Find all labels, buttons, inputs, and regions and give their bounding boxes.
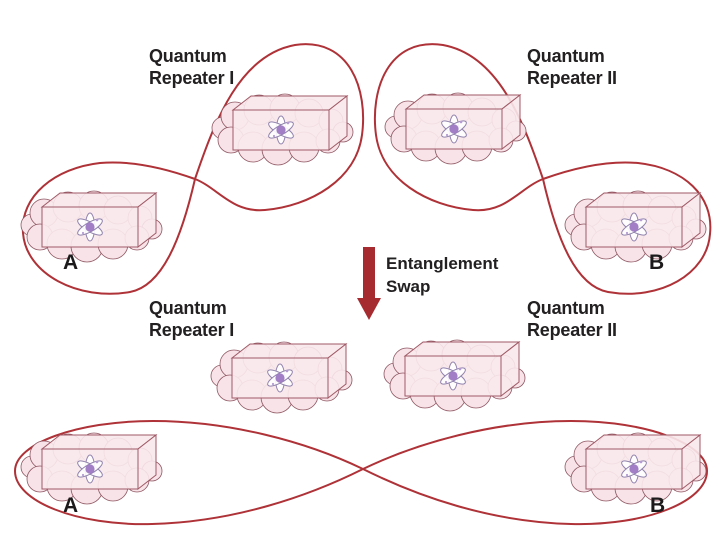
label-node-b-top: B <box>649 251 665 274</box>
label-node-b-bottom: B <box>650 494 666 517</box>
node-a-bottom <box>21 433 162 504</box>
label-node-a-bottom: A <box>63 494 79 517</box>
node-b-top <box>565 191 706 262</box>
label-line: Repeater II <box>527 320 617 340</box>
down-arrow-icon <box>357 247 381 320</box>
node-repeater1-bottom <box>211 342 352 413</box>
label-line: Swap <box>386 277 431 296</box>
label-node-a-top: A <box>63 251 79 274</box>
label-entanglement-swap: Entanglement Swap <box>386 252 498 298</box>
label-line: Quantum <box>149 46 227 66</box>
node-repeater2-bottom <box>384 340 525 411</box>
label-line: Quantum <box>527 298 605 318</box>
node-repeater2-top <box>385 93 526 164</box>
label-line: Repeater I <box>149 320 235 340</box>
label-line: Repeater I <box>149 68 235 88</box>
label-line: Entanglement <box>386 254 499 273</box>
label-quantum-repeater2-bottom: Quantum Repeater II <box>527 297 617 341</box>
label-line: Quantum <box>149 298 227 318</box>
node-b-bottom <box>565 433 706 504</box>
entanglement-loop-a-b <box>13 419 709 526</box>
node-a-top <box>21 191 162 262</box>
entanglement-loop-repeater2-b <box>373 43 712 295</box>
label-quantum-repeater1-bottom: Quantum Repeater I <box>149 297 234 341</box>
entanglement-loop-a-repeater1 <box>21 43 365 295</box>
node-repeater1-top <box>212 94 353 165</box>
label-line: Quantum <box>527 46 605 66</box>
label-quantum-repeater1-top: Quantum Repeater I <box>149 45 234 89</box>
label-line: Repeater II <box>527 68 617 88</box>
label-quantum-repeater2-top: Quantum Repeater II <box>527 45 617 89</box>
